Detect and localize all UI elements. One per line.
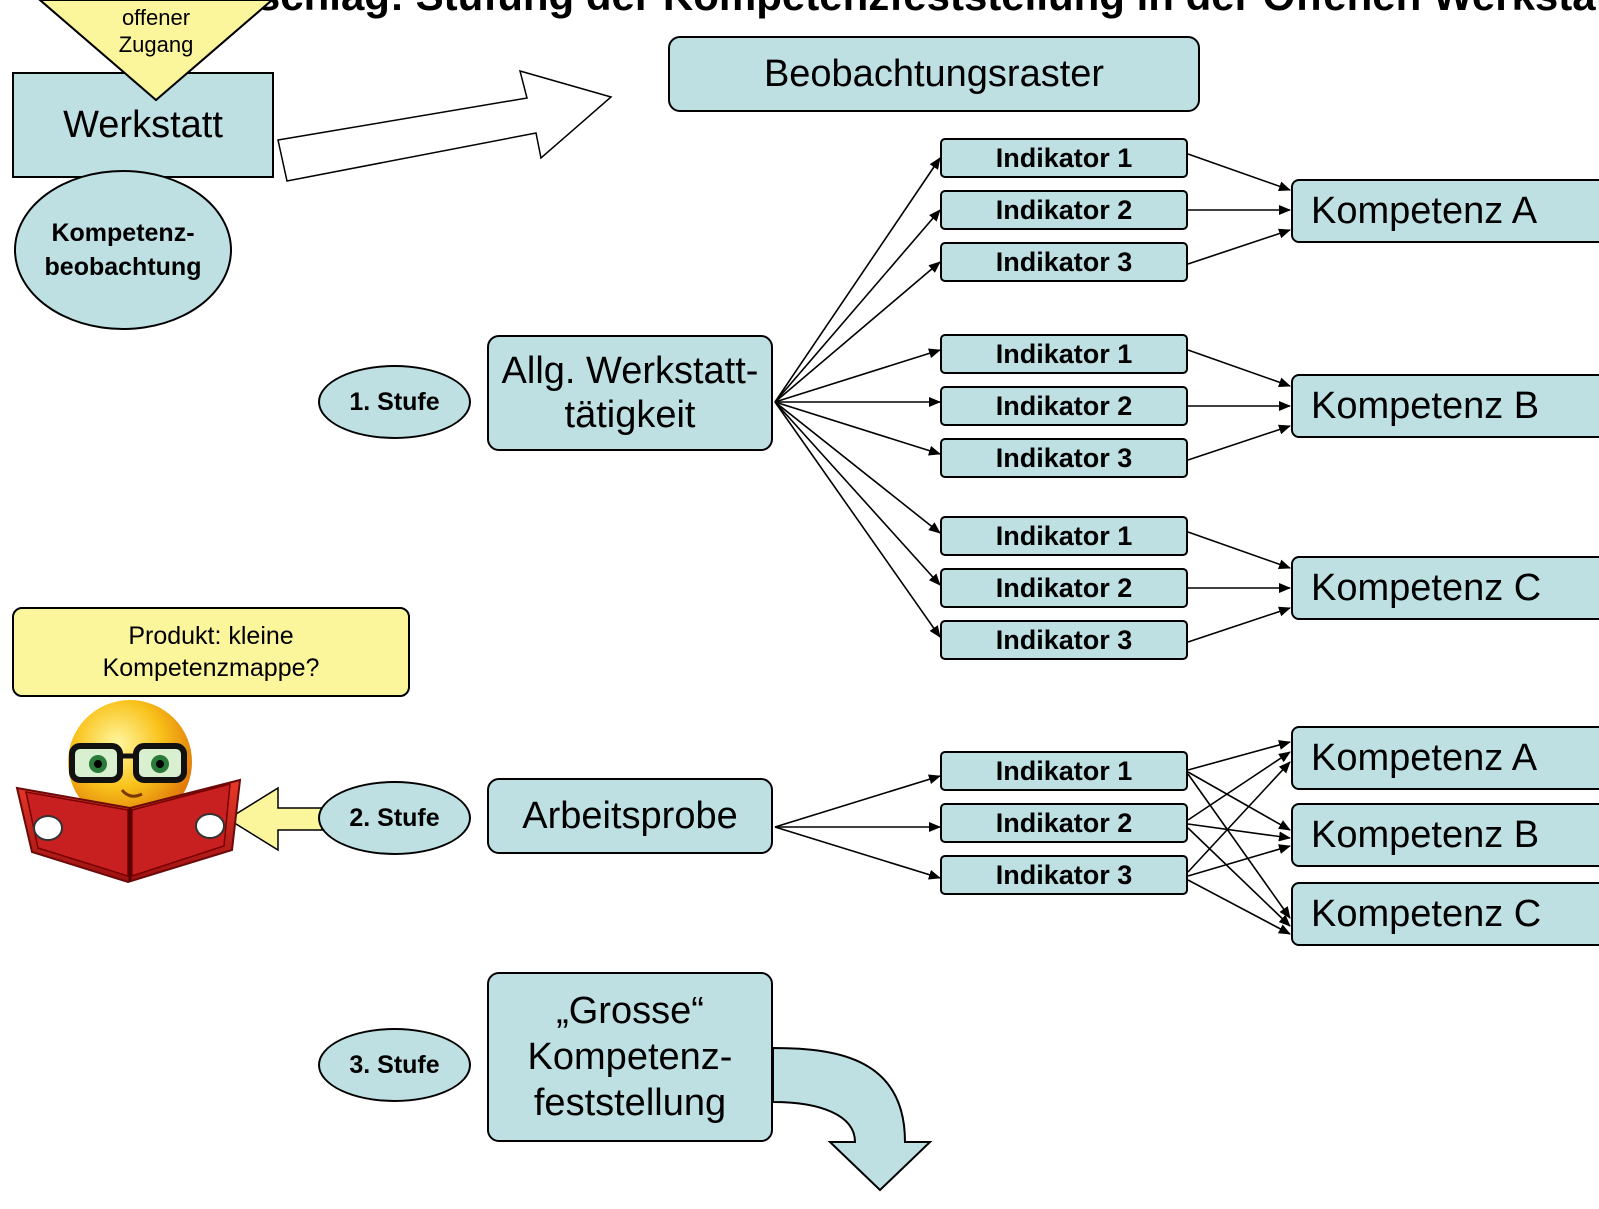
werkstatt-label: Werkstatt	[63, 104, 223, 146]
kompetenz-b-box: Kompetenz B	[1291, 374, 1599, 438]
stufe2-kompetenz-b: Kompetenz B	[1291, 803, 1599, 867]
werkstatttaetigkeit-box: Allg. Werkstatt-tätigkeit	[487, 335, 773, 451]
indicator-a1: Indikator 1	[940, 138, 1188, 178]
stufe1-label: 1. Stufe	[318, 365, 471, 439]
stufe2-indicator-2: Indikator 2	[940, 803, 1188, 843]
kompetenz-a-box: Kompetenz A	[1291, 179, 1599, 243]
indicator-c3: Indikator 3	[940, 620, 1188, 660]
stufe2-kompetenz-c: Kompetenz C	[1291, 882, 1599, 946]
grosse-kompetenzfeststellung-label: „Grosse“ Kompetenz-feststellung	[527, 990, 733, 1124]
stufe2-label: 2. Stufe	[318, 781, 471, 855]
product-note-text: Produkt: kleine Kompetenzmappe?	[102, 622, 320, 682]
stufe2-kompetenz-a: Kompetenz A	[1291, 726, 1599, 790]
stufe2-arrows	[774, 740, 1291, 935]
stufe2-indicator-1: Indikator 1	[940, 751, 1188, 791]
page-title: Vorschlag: Stufung der Kompetenzfeststel…	[190, 0, 1599, 20]
indicator-a2: Indikator 2	[940, 190, 1188, 230]
grosse-kompetenzfeststellung-box: „Grosse“ Kompetenz-feststellung	[487, 972, 773, 1142]
indicator-a3: Indikator 3	[940, 242, 1188, 282]
ellipse-label: Kompetenz-beobachtung	[44, 219, 202, 281]
yellow-left-arrow	[226, 786, 323, 852]
beobachtungsraster-box: Beobachtungsraster	[668, 36, 1200, 112]
curved-down-arrow	[772, 1046, 933, 1192]
stufe2-indicator-3: Indikator 3	[940, 855, 1188, 895]
indicator-c1: Indikator 1	[940, 516, 1188, 556]
kompetenz-c-box: Kompetenz C	[1291, 556, 1599, 620]
werkstatttaetigkeit-label: Allg. Werkstatt-tätigkeit	[501, 350, 759, 436]
smiley-book-icon	[15, 700, 242, 884]
product-note: Produkt: kleine Kompetenzmappe?	[12, 607, 410, 697]
stufe3-label: 3. Stufe	[318, 1028, 471, 1102]
indicator-b3: Indikator 3	[940, 438, 1188, 478]
triangle-overlay	[38, 0, 274, 102]
arbeitsprobe-box: Arbeitsprobe	[487, 778, 773, 854]
hollow-arrow	[277, 69, 613, 182]
kompetenzbeobachtung-ellipse: Kompetenz-beobachtung	[14, 170, 232, 330]
indicator-c2: Indikator 2	[940, 568, 1188, 608]
indicator-b2: Indikator 2	[940, 386, 1188, 426]
stufe1-arrows	[774, 153, 1291, 643]
indicator-b1: Indikator 1	[940, 334, 1188, 374]
triangle-label: offener Zugang	[118, 5, 194, 57]
